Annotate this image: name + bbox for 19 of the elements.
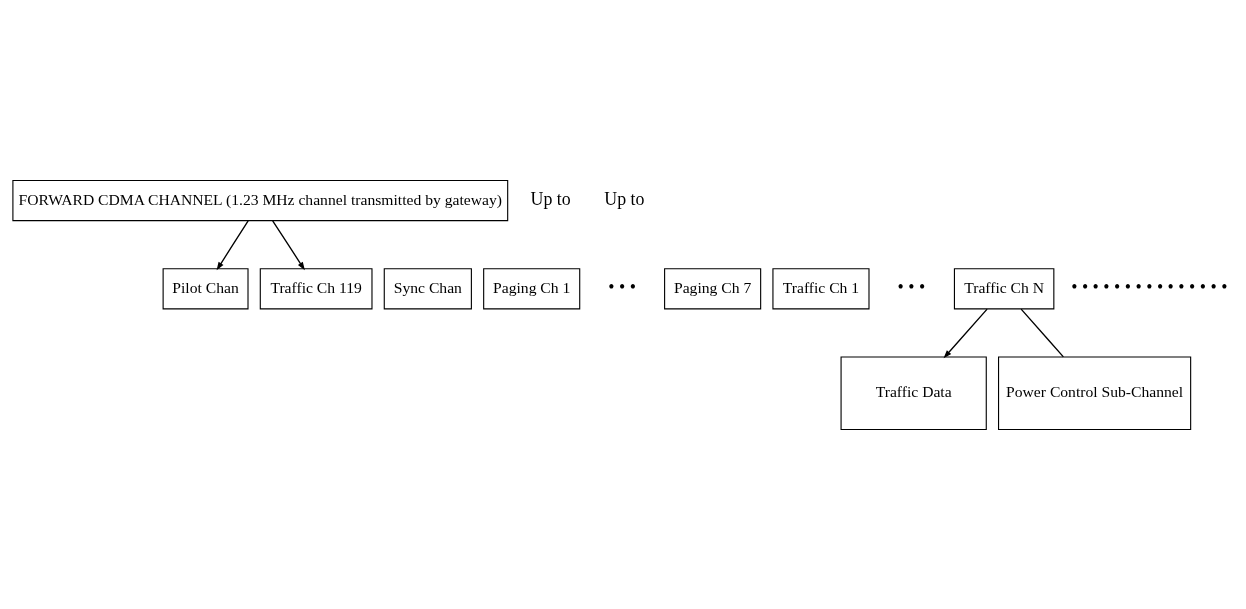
connector (1020, 307, 1065, 358)
label: Up to (604, 188, 645, 209)
node-box: Power Control Sub-Channel (998, 355, 1192, 430)
label: • • • • • • • • • • • • • • • (1071, 276, 1228, 297)
arrow (272, 219, 305, 270)
label: • • • (608, 276, 637, 297)
node-box: FORWARD CDMA CHANNEL (1.23 MHz channel transmitted by gateway) (12, 179, 509, 221)
node-box: Traffic Ch 1 (772, 267, 870, 309)
label: Up to (530, 188, 571, 209)
node-box: Traffic Ch 119 (259, 267, 373, 309)
node-box: Sync Chan (383, 267, 472, 309)
label: • • • (897, 276, 926, 297)
node-box: Paging Ch 1 (483, 267, 581, 309)
arrow (943, 307, 988, 358)
node-box: Traffic Ch N (953, 267, 1055, 309)
node-box: Pilot Chan (162, 267, 249, 309)
node-box: Paging Ch 7 (664, 267, 762, 309)
arrow (216, 219, 249, 270)
node-box: Traffic Data (840, 355, 987, 430)
